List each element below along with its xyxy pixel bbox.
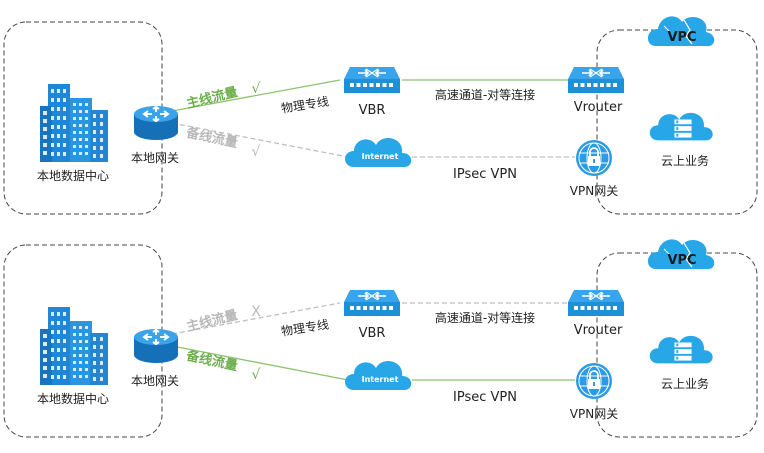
backup-status-mark: √ [252, 367, 261, 383]
router-icon [134, 105, 178, 140]
primary-status-mark: √ [252, 81, 261, 97]
cloud-service-label: 云上业务 [661, 153, 709, 168]
building-icon [40, 307, 108, 385]
backup-traffic-label: 备线流量 [184, 125, 239, 152]
high-speed-label: 高速通道-对等连接 [435, 310, 535, 325]
vrouter-icon [568, 67, 624, 93]
vbr-icon [344, 290, 400, 316]
physical-line-label: 物理专线 [280, 316, 330, 338]
ipsec-label: IPsec VPN [453, 167, 517, 182]
primary-traffic-label: 主线流量 [185, 84, 239, 112]
backup-traffic-label: 备线流量 [184, 348, 239, 375]
backup-line-gateway-internet [171, 345, 349, 381]
vpn-gateway-icon [576, 140, 612, 176]
vrouter-label: Vrouter [574, 100, 623, 115]
primary-traffic-label: 主线流量 [185, 307, 239, 335]
vpc-lightning-icon [683, 242, 693, 268]
vpc-label: VPC [667, 253, 696, 268]
vpc-cloud: VPC [647, 239, 715, 270]
vbr-label: VBR [359, 103, 386, 118]
primary-line-gateway-vbr [171, 302, 341, 335]
vpn-gateway-label: VPN网关 [570, 407, 618, 421]
vpn-gateway-label: VPN网关 [570, 184, 618, 198]
building-icon [40, 84, 108, 162]
high-speed-label: 高速通道-对等连接 [435, 87, 535, 102]
backup-line-gateway-internet [171, 122, 349, 158]
internet-cloud-icon: Internet [345, 361, 412, 390]
vrouter-icon [568, 290, 624, 316]
internet-label: Internet [362, 375, 399, 384]
router-icon [134, 328, 178, 363]
panel-1: Internet VPC 本地数据中心 本地网关 物理专线 VBR 高速通道-对等连接 Vro… [3, 16, 758, 215]
physical-line-label: 物理专线 [280, 93, 330, 115]
panel-2: Internet VPC 本地数据中心 本地网关 物理专线 VBR 高速通道-对等连接 Vro… [3, 239, 758, 438]
vrouter-label: Vrouter [574, 323, 623, 338]
vbr-icon [344, 67, 400, 93]
primary-line-gateway-vbr [171, 79, 341, 112]
vbr-label: VBR [359, 326, 386, 341]
gateway-label: 本地网关 [131, 151, 179, 165]
ipsec-label: IPsec VPN [453, 390, 517, 405]
local-datacenter-region [3, 21, 163, 215]
cloud-service-icon [649, 112, 713, 141]
local-datacenter-region [3, 244, 163, 438]
primary-status-mark: X [251, 304, 261, 320]
internet-cloud-icon: Internet [345, 138, 412, 167]
vpc-lightning-icon [683, 19, 693, 45]
datacenter-label: 本地数据中心 [37, 168, 109, 183]
internet-label: Internet [362, 152, 399, 161]
datacenter-label: 本地数据中心 [37, 391, 109, 406]
vpc-cloud: VPC [647, 16, 715, 47]
vpn-gateway-icon [576, 363, 612, 399]
cloud-service-icon [649, 335, 713, 364]
backup-status-mark: √ [252, 144, 261, 160]
gateway-label: 本地网关 [131, 374, 179, 388]
cloud-service-label: 云上业务 [661, 376, 709, 391]
vpc-label: VPC [667, 30, 696, 45]
